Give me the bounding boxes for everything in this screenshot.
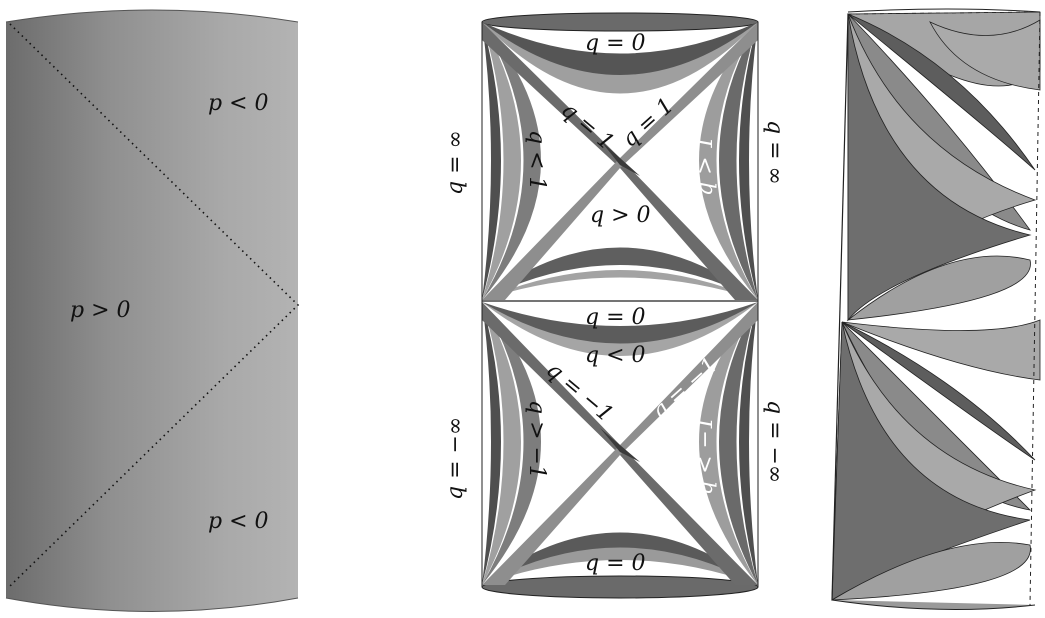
right-bottom-rim	[831, 599, 1036, 610]
sheet	[482, 22, 758, 94]
sheet	[482, 22, 501, 300]
sheet	[831, 542, 1031, 601]
sheet	[699, 302, 758, 585]
sheet	[482, 302, 758, 356]
sheet	[600, 428, 640, 462]
lower-half-sheets	[482, 302, 758, 585]
sheet	[482, 302, 541, 585]
right-sheets-panel	[831, 8, 1041, 610]
light-cone-dotted-line	[9, 23, 300, 587]
sheet	[699, 22, 758, 300]
sheet	[482, 22, 541, 300]
label-q1-left: q = 1	[556, 97, 618, 155]
sheet	[739, 22, 758, 300]
label-p-pos: p > 0	[70, 298, 131, 323]
sheet	[847, 13, 1036, 171]
sheet	[719, 22, 758, 300]
sheet	[847, 13, 1032, 322]
sheet	[929, 19, 1041, 91]
label-q-gtm1: q > −1	[524, 400, 549, 479]
sheet	[482, 302, 758, 344]
label-q-gt0: q > 0	[590, 203, 651, 228]
sheet	[846, 255, 1031, 321]
sheet	[482, 532, 758, 585]
sheet	[482, 22, 521, 300]
label-q-lt0: q < 0	[585, 343, 646, 368]
label-q-lt1: q < 1	[524, 130, 549, 191]
left-cylinder-body	[6, 10, 298, 612]
sheet	[482, 547, 758, 585]
label-q-inf-right: q = ∞	[762, 120, 787, 185]
sheet	[719, 302, 758, 585]
left-cylinder-panel: p < 0 p > 0 p < 0	[5, 9, 300, 612]
sheet	[841, 321, 1036, 461]
label-q-ninf-left: q = −∞	[443, 417, 468, 500]
label-q-gt1: q > 1	[693, 136, 718, 197]
label-p-neg-bottom: p < 0	[208, 509, 269, 534]
right-top-rim	[847, 8, 1041, 13]
sheet	[600, 140, 640, 176]
upper-fan	[846, 11, 1041, 322]
right-dashed-edge	[1029, 11, 1041, 606]
label-q0-top: q = 0	[585, 31, 646, 56]
lower-fan	[831, 319, 1041, 601]
label-q-ninf-right: q = −∞	[762, 400, 787, 483]
upper-half-sheets	[482, 22, 758, 300]
sheet	[482, 302, 501, 585]
middle-top-cap	[481, 12, 759, 32]
left-cylinder-bottom-edge	[5, 597, 299, 612]
sheet	[841, 319, 1041, 381]
right-top-edge	[847, 11, 1041, 15]
label-q1-right: q = 1	[617, 93, 679, 152]
label-q-ltm1: q < −1	[693, 416, 718, 495]
right-left-edge	[831, 13, 849, 601]
label-q-inf-left: q = ∞	[443, 130, 468, 195]
middle-bottom-cap	[481, 575, 759, 599]
sheet	[482, 247, 758, 300]
label-q0-mid: q = 0	[585, 305, 646, 330]
label-p-neg-top: p < 0	[208, 91, 269, 116]
sheet	[482, 302, 521, 585]
sheet	[482, 270, 758, 300]
sheet	[739, 302, 758, 585]
left-cylinder-top-edge	[5, 9, 299, 23]
middle-foliation-panel: q = 0 q = 1 q = 1 q > 0 q = ∞ q = ∞ q < …	[443, 12, 787, 599]
label-q0-bottom: q = 0	[585, 551, 646, 576]
